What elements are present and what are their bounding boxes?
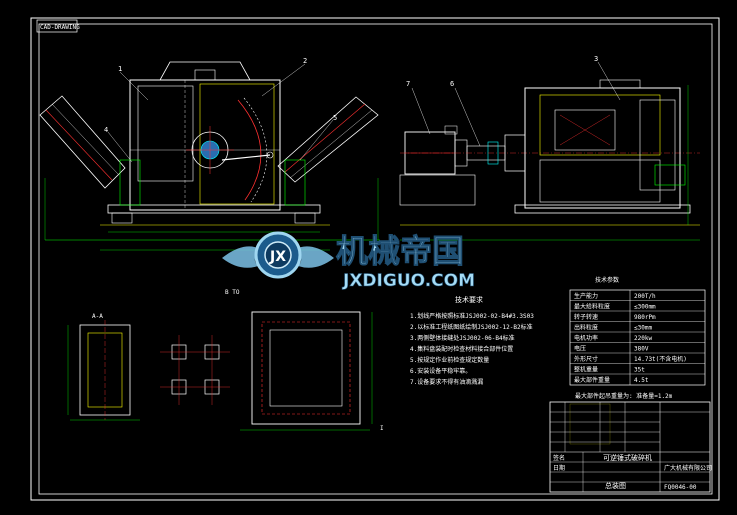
top-hopper (159, 61, 251, 81)
spec-rows: 生产能力 200T/h 最大给料粒度 ≤300mm 转子转速 980rPm 出料… (574, 292, 687, 384)
callout-7: 7 (406, 80, 410, 88)
label-b-to: B TO (225, 289, 240, 296)
spec-title: 技术参数 (595, 276, 619, 284)
callout-5: 5 (333, 114, 337, 122)
requirement-item: 3.两侧壁体接缝处JSJ002-06-B4标准 (410, 334, 515, 342)
callout-1: 1 (118, 65, 122, 73)
spec-label: 出料粒度 (574, 324, 598, 332)
sheet-border-inner (38, 23, 713, 495)
spec-value: 35t (634, 367, 645, 374)
title-company: 可逆锤式破碎机 (603, 453, 652, 462)
title-cell-sign: 签名 (553, 454, 565, 462)
watermark-logo: JX (222, 231, 334, 279)
side-view (399, 61, 700, 241)
logo-letters: JX (269, 249, 286, 265)
spec-label: 电机功率 (574, 334, 598, 342)
requirement-item: 6.安装设备平稳牢靠。 (410, 367, 471, 375)
spec-label: 整机重量 (574, 366, 598, 374)
title-org: 广大机械有限公司 (664, 464, 712, 472)
callout-3: 3 (594, 55, 598, 63)
spec-value: 200T/h (634, 293, 656, 300)
spec-note: 最大部件起吊重量为: 准备量=1.2m (575, 392, 673, 400)
requirement-item: 1.划线严格按照标准JSJ002-02-B4#3.3S03 (410, 312, 534, 320)
spec-table (569, 289, 706, 386)
requirement-item: 2.以标准工程纸图纸绘制JSJ002-12-B2标准 (410, 323, 533, 331)
label-a-a: A-A (92, 313, 103, 320)
spec-value: 380V (634, 346, 649, 353)
requirement-item: 4.集料盘装配时检查材料接合部件位置 (410, 345, 513, 353)
callout-6: 6 (450, 80, 454, 88)
requirements-list: 1.划线严格按照标准JSJ002-02-B4#3.3S03 2.以标准工程纸图纸… (410, 312, 534, 386)
sheet-border-outer (30, 17, 720, 501)
spec-label: 生产能力 (574, 292, 598, 300)
base-frame (107, 204, 321, 214)
spec-label: 转子转速 (574, 313, 598, 321)
small-label: I (380, 425, 384, 432)
spec-value: 14.73t(不含电机) (634, 355, 687, 363)
requirements-title: 技术要求 (455, 295, 483, 304)
title-cell-date: 日期 (553, 464, 565, 472)
corner-tag-box (36, 19, 78, 33)
front-view (39, 61, 380, 251)
flange-plan (240, 311, 373, 431)
title-drawing-name: 总装图 (605, 481, 626, 490)
title-block (549, 401, 711, 493)
watermark-subtitle: JXDIGUO.COM (342, 271, 475, 291)
spec-label: 电压 (574, 345, 586, 353)
spec-value: 220kw (634, 335, 652, 342)
spec-value: ≤30mm (634, 325, 652, 332)
requirement-item: 5.按规定作业前检查规定数量 (410, 356, 489, 364)
corner-tag: CAD-DRAWING (40, 24, 80, 31)
watermark-title: 机械帝国 (336, 232, 464, 270)
spec-label: 最大部件重量 (574, 376, 610, 384)
right-chute (277, 96, 379, 183)
callout-4: 4 (104, 126, 108, 134)
bolt-pattern (160, 335, 230, 405)
impact-plate (237, 99, 262, 201)
spec-value: 4.5t (634, 377, 649, 384)
title-drawing-no: FQ0046-00 (664, 484, 697, 491)
spec-label: 外形尺寸 (574, 355, 598, 363)
callout-2: 2 (303, 57, 307, 65)
requirement-item: 7.设备要求不得有油滴溅漏 (410, 378, 483, 386)
spec-value: ≤300mm (634, 304, 656, 311)
spec-value: 980rPm (634, 314, 656, 321)
spec-label: 最大给料粒度 (574, 303, 610, 311)
detail-a-a (67, 320, 140, 421)
left-chute (39, 95, 126, 189)
